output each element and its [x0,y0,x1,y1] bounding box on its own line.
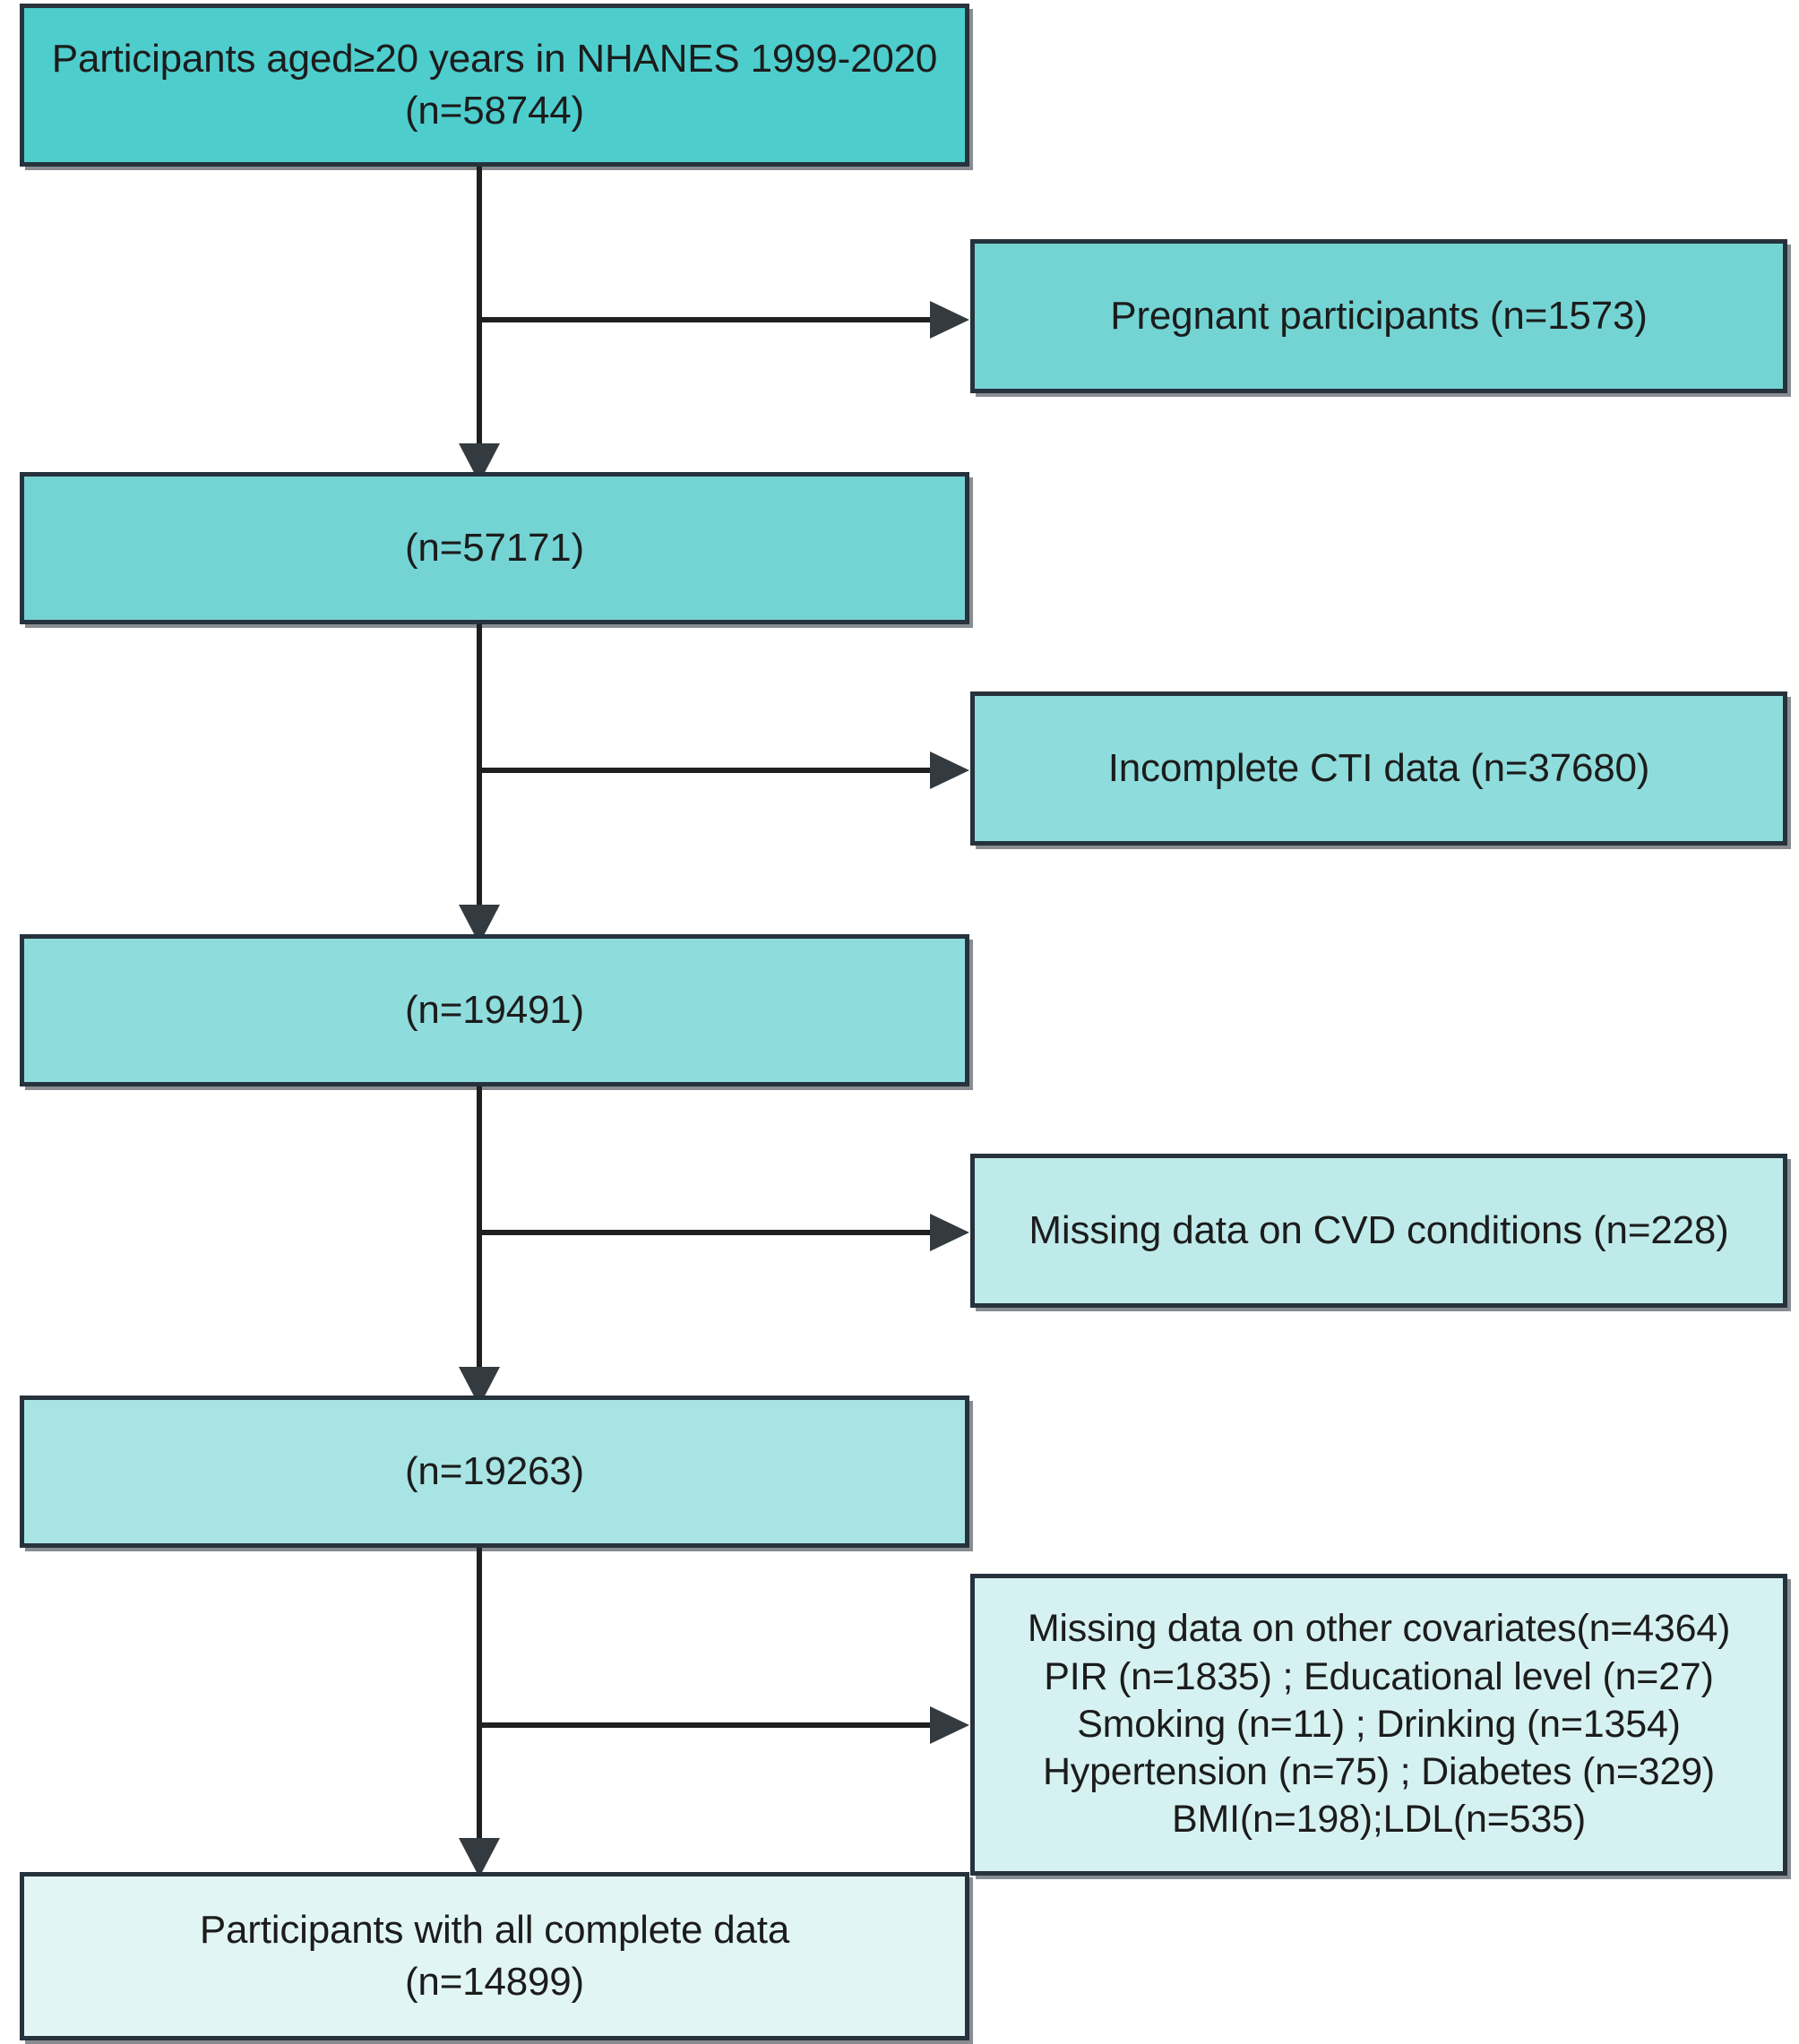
flow-node-after-cti-exclusion[interactable]: (n=19491) [20,934,969,1086]
flow-node-after-cvd-exclusion[interactable]: (n=19263) [20,1396,969,1548]
flow-node-pregnant-participants[interactable]: Pregnant participants (n=1573) [970,239,1787,393]
flow-node-incomplete-cti-data[interactable]: Incomplete CTI data (n=37680) [970,691,1787,846]
flow-node-label: Missing data on other covariates(n=4364)… [1027,1607,1731,1842]
arrow-down-4 [459,1838,500,1877]
flow-node-label: Missing data on CVD conditions (n=228) [1029,1207,1729,1252]
connector-branch-2 [477,768,933,773]
flow-node-label: Participants with all complete data (n=1… [199,1907,790,2004]
connector-trunk-4 [477,1548,482,1844]
connector-branch-1 [477,317,933,322]
connector-branch-3 [477,1230,933,1235]
arrow-right-3 [930,1214,969,1251]
flow-node-label: Incomplete CTI data (n=37680) [1107,745,1650,790]
flow-node-label: (n=19263) [404,1448,585,1493]
arrow-right-4 [930,1706,969,1744]
connector-branch-4 [477,1722,933,1728]
flow-node-after-pregnancy-exclusion[interactable]: (n=57171) [20,472,969,624]
flow-node-total-participants[interactable]: Participants aged≥20 years in NHANES 199… [20,4,969,167]
flow-node-label: Participants aged≥20 years in NHANES 199… [51,36,938,133]
flow-node-label: (n=57171) [404,525,585,570]
arrow-right-1 [930,301,969,339]
flow-node-final-cohort[interactable]: Participants with all complete data (n=1… [20,1872,969,2040]
flow-node-missing-cvd-data[interactable]: Missing data on CVD conditions (n=228) [970,1154,1787,1308]
flow-node-missing-other-covariates[interactable]: Missing data on other covariates(n=4364)… [970,1574,1787,1876]
connector-trunk-1 [477,167,482,451]
flow-node-label: Pregnant participants (n=1573) [1110,293,1648,338]
flow-node-label: (n=19491) [404,987,585,1032]
arrow-right-2 [930,751,969,789]
